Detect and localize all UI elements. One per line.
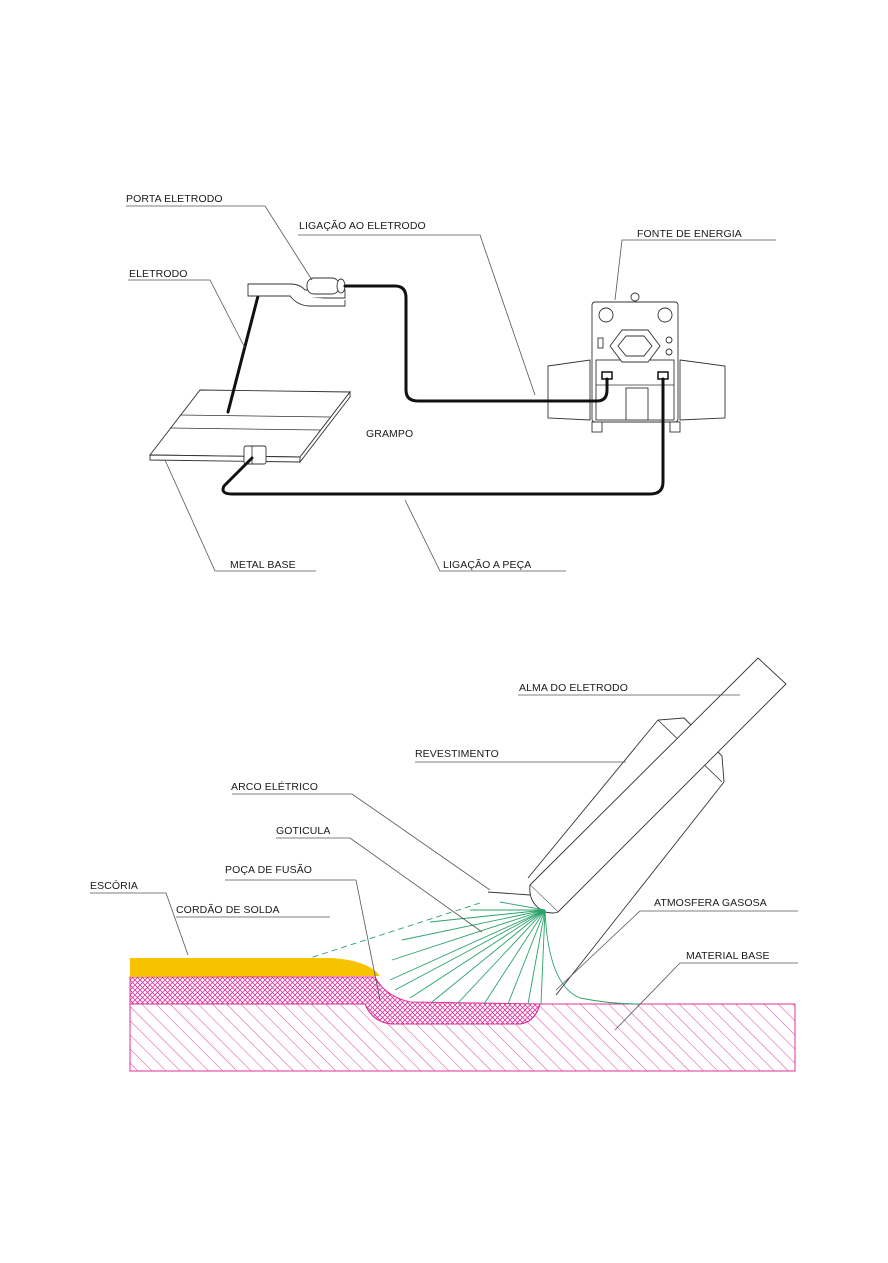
label-electrode: ELETRODO <box>129 268 188 280</box>
leader-slag <box>90 892 189 956</box>
power-source <box>547 292 726 433</box>
slag-layer <box>130 958 380 977</box>
leader-gas-atmosphere <box>555 910 798 991</box>
leader-work-connection <box>404 499 566 572</box>
electrode-rod <box>226 294 260 414</box>
leader-electrode <box>128 279 246 349</box>
weld-bead <box>129 976 541 1025</box>
electrode-holder <box>247 277 346 307</box>
label-weld-bead: CORDÃO DE SOLDA <box>176 903 280 916</box>
label-droplet: GOTICULA <box>276 825 330 837</box>
electrode-cable <box>343 284 609 403</box>
label-slag: ESCÓRIA <box>90 879 138 892</box>
work-cable <box>221 377 665 496</box>
label-coating: REVESTIMENTO <box>415 748 499 760</box>
label-base-material: MATERIAL BASE <box>686 950 770 962</box>
label-weld-pool: POÇA DE FUSÃO <box>225 863 312 876</box>
leader-power-source <box>614 239 776 301</box>
leader-electric-arc <box>232 793 491 891</box>
label-electrode-core: ALMA DO ELETRODO <box>519 682 628 694</box>
label-electrode-holder: PORTA ELETRODO <box>126 193 223 205</box>
leader-droplet <box>276 837 483 933</box>
label-power-source: FONTE DE ENERGIA <box>637 228 742 240</box>
label-clamp: GRAMPO <box>366 428 413 440</box>
leader-electrode-connection <box>298 234 536 396</box>
bottom-diagram: ALMA DO ELETRODO REVESTIMENTO ARCO ELÉTR… <box>90 657 798 1072</box>
base-metal-plate <box>149 389 351 464</box>
leader-weld-pool <box>225 879 381 1001</box>
leader-base-material <box>614 962 798 1031</box>
label-base-metal: METAL BASE <box>230 559 296 571</box>
top-diagram: PORTA ELETRODO LIGAÇÃO AO ELETRODO FONTE… <box>126 193 776 572</box>
label-gas-atmosphere: ATMOSFERA GASOSA <box>654 897 767 909</box>
label-electric-arc: ARCO ELÉTRICO <box>231 780 318 793</box>
electrode-assembly <box>487 657 787 996</box>
leader-base-metal <box>164 459 316 572</box>
leader-electrode-holder <box>126 205 313 281</box>
arc-rays <box>309 901 641 1005</box>
label-electrode-connection: LIGAÇÃO AO ELETRODO <box>299 219 426 232</box>
label-work-connection: LIGAÇÃO A PEÇA <box>443 558 531 571</box>
